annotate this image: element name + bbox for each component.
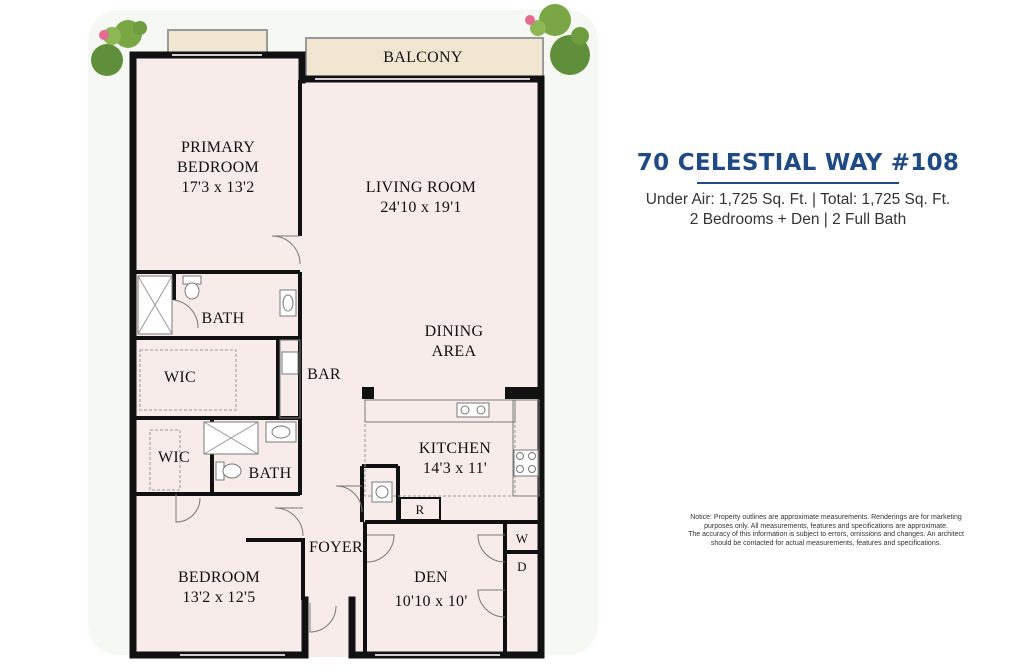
den-dimensions: 10'10 x 10' xyxy=(394,593,467,610)
floor-plan: BALCONY PRIMARY BEDROOM 17'3 x 13'2 LIVI… xyxy=(88,4,598,659)
foyer-label: FOYER xyxy=(309,539,363,556)
bar-label: BAR xyxy=(307,366,341,383)
property-title: 70 CELESTIAL WAY #108 xyxy=(636,150,960,176)
disclaimer-notice: Notice: Property outlines are approximat… xyxy=(668,514,984,548)
dining-label: DINING xyxy=(425,323,484,340)
notice-line-3: The accuracy of this information is subj… xyxy=(688,531,964,539)
palm-plant-right-icon xyxy=(525,4,590,75)
sink-icon xyxy=(265,289,299,443)
refrigerator-label: R xyxy=(416,502,425,517)
balcony xyxy=(305,37,544,79)
property-info: 70 CELESTIAL WAY #108 Under Air: 1,725 S… xyxy=(620,150,976,230)
bed-bath-count: 2 Bedrooms + Den | 2 Full Bath xyxy=(689,211,907,228)
second-wic-label: WIC xyxy=(158,449,190,466)
living-room-dimensions: 24'10 x 19'1 xyxy=(380,199,461,216)
primary-bedroom-dimensions: 17'3 x 13'2 xyxy=(181,179,254,196)
kitchen-dimensions: 14'3 x 11' xyxy=(423,460,487,477)
toilet-icon xyxy=(182,275,393,503)
balcony-label: BALCONY xyxy=(383,49,463,66)
sink-icon xyxy=(456,402,490,418)
primary-bath-label: BATH xyxy=(202,310,245,327)
dryer-label: D xyxy=(517,559,527,574)
notice-line-1: Notice: Property outlines are approximat… xyxy=(690,514,962,521)
stove-icon xyxy=(513,449,539,477)
living-room-label: LIVING ROOM xyxy=(366,179,476,196)
bedroom-dimensions: 13'2 x 12'5 xyxy=(182,589,255,606)
bedroom-label: BEDROOM xyxy=(178,569,260,586)
square-footage: Under Air: 1,725 Sq. Ft. | Total: 1,725 … xyxy=(645,191,951,208)
second-bath-label: BATH xyxy=(249,465,292,482)
primary-wic-label: WIC xyxy=(164,369,196,386)
notice-line-4: should be contacted for actual measureme… xyxy=(710,539,942,547)
palm-plant-left-icon xyxy=(91,20,147,76)
primary-bedroom-label: PRIMARY xyxy=(181,139,255,156)
notice-line-2: purposes only. All measurements, feature… xyxy=(704,522,948,530)
shower-icon xyxy=(137,275,259,455)
refrigerator xyxy=(399,497,441,521)
balcony-small xyxy=(167,29,268,55)
washer-label: W xyxy=(516,531,529,546)
kitchen-label: KITCHEN xyxy=(419,440,491,457)
dining-label-2: AREA xyxy=(432,343,477,360)
primary-bedroom-label-2: BEDROOM xyxy=(177,159,259,176)
den-label: DEN xyxy=(414,569,448,586)
title-underline xyxy=(697,182,899,184)
